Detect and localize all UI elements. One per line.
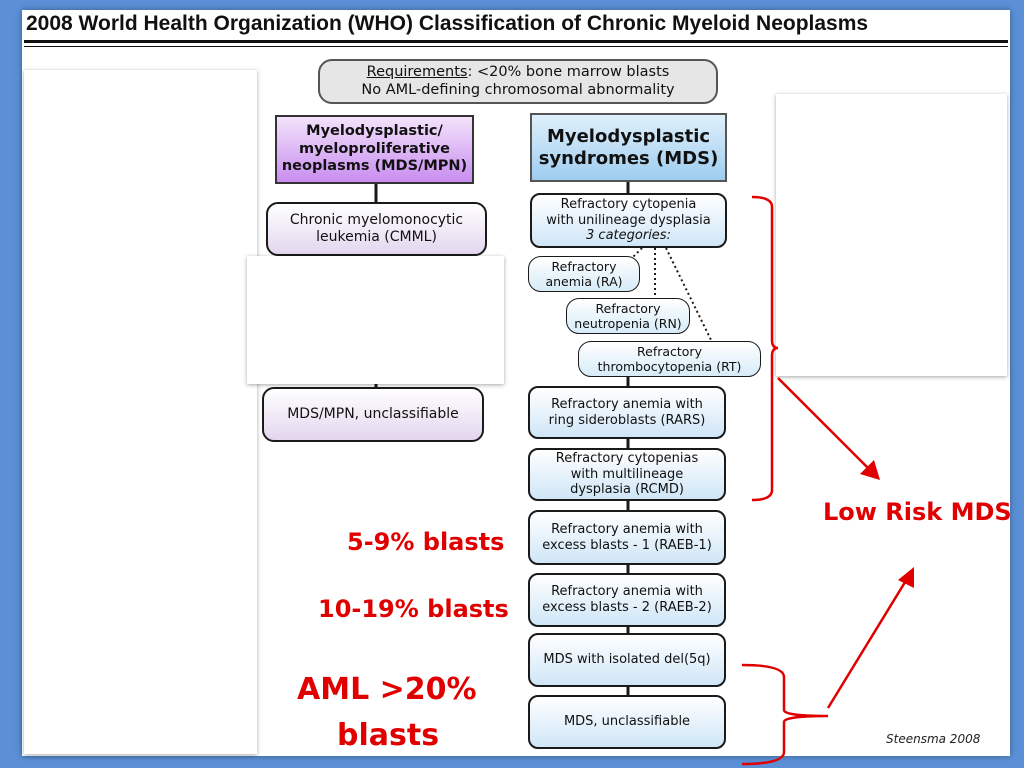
dotted-connector [631,247,643,259]
mds-unclassifiable-line: MDS, unclassifiable [563,714,691,730]
mds-mpn-unclassifiable-box: MDS/MPN, unclassifiable [262,387,484,442]
ra-line: Refractory [551,259,617,274]
aml-arrowhead [898,567,914,588]
rcmd-line: dysplasia (RCMD) [570,482,684,498]
low-risk-mds-label: Low Risk MDS [823,498,1012,526]
mds-header: Myelodysplastic syndromes (MDS) [530,113,727,182]
rcmd-box: Refractory cytopenias with multilineage … [528,448,726,501]
credit-text: Steensma 2008 [886,732,981,746]
rn-box: Refractory neutropenia (RN) [566,298,690,334]
mds-header-line: syndromes (MDS) [538,147,719,169]
right-cover-panel [776,94,1007,376]
requirements-criterion-1: : <20% bone marrow blasts [467,64,670,81]
rcud-line: Refractory cytopenia [560,197,697,213]
requirements-line-1: Requirements: <20% bone marrow blasts [367,64,670,81]
raeb1-line: excess blasts - 1 (RAEB-1) [542,537,712,553]
low-risk-arrowhead [860,460,880,480]
aml-arrow [826,573,912,709]
left-cover-panel [24,70,257,754]
cmml-box: Chronic myelomonocytic leukemia (CMML) [266,202,487,256]
title-underline-thin [24,46,1008,47]
mds-unclassifiable-box: MDS, unclassifiable [528,695,726,749]
rn-line: neutropenia (RN) [574,316,682,331]
raeb1-box: Refractory anemia with excess blasts - 1… [528,510,726,565]
rars-line: Refractory anemia with [551,396,703,412]
blasts-10-19-label: 10-19% blasts [318,595,509,623]
raeb1-line: Refractory anemia with [551,521,703,537]
cmml-line: leukemia (CMML) [316,229,437,245]
mds-header-line: Myelodysplastic [546,125,711,147]
rcud-box: Refractory cytopenia with unilineage dys… [530,193,727,248]
middle-cover-panel [247,256,504,384]
rcmd-line: with multilineage [570,466,684,482]
aml-label-line-2: blasts [337,718,440,753]
cmml-line: Chronic myelomonocytic [289,212,464,229]
rars-line: ring sideroblasts (RARS) [548,412,706,428]
rt-line: Refractory [637,344,702,359]
raeb2-line: excess blasts - 2 (RAEB-2) [542,600,712,615]
mds-mpn-header-line: myeloproliferative [298,140,451,157]
aml-bracket [741,663,829,766]
requirements-box: Requirements: <20% bone marrow blasts No… [318,59,718,104]
mds-mpn-unclassifiable-line: MDS/MPN, unclassifiable [287,406,459,423]
mds-mpn-header-line: neoplasms (MDS/MPN) [281,158,468,175]
rt-box: Refractory thrombocytopenia (RT) [578,341,761,377]
requirements-label: Requirements [366,64,468,81]
slide-title: 2008 World Health Organization (WHO) Cla… [26,12,869,35]
rcud-categories: 3 categories: [586,228,671,244]
raeb2-box: Refractory anemia with excess blasts - 2… [528,573,726,627]
mds-mpn-header: Myelodysplastic/ myeloproliferative neop… [275,115,474,184]
requirements-line-2: No AML-defining chromosomal abnormality [361,81,675,98]
rcmd-line: Refractory cytopenias [555,451,699,467]
ra-line: anemia (RA) [545,274,623,289]
rn-line: Refractory [595,301,661,316]
ra-box: Refractory anemia (RA) [528,256,640,292]
blasts-5-9-label: 5-9% blasts [347,528,505,556]
raeb2-line: Refractory anemia with [551,584,703,600]
low-risk-arrow [777,377,875,475]
low-risk-bracket [751,195,779,502]
del5q-line: MDS with isolated del(5q) [543,652,711,668]
rcud-line: with unilineage dysplasia [546,212,711,228]
rars-box: Refractory anemia with ring sideroblasts… [528,386,726,439]
aml-label-line-1: AML >20% [297,672,477,707]
rt-line: thrombocytopenia (RT) [597,359,742,374]
title-underline [24,40,1008,43]
del5q-box: MDS with isolated del(5q) [528,633,726,687]
mds-mpn-header-line: Myelodysplastic/ [306,123,443,140]
